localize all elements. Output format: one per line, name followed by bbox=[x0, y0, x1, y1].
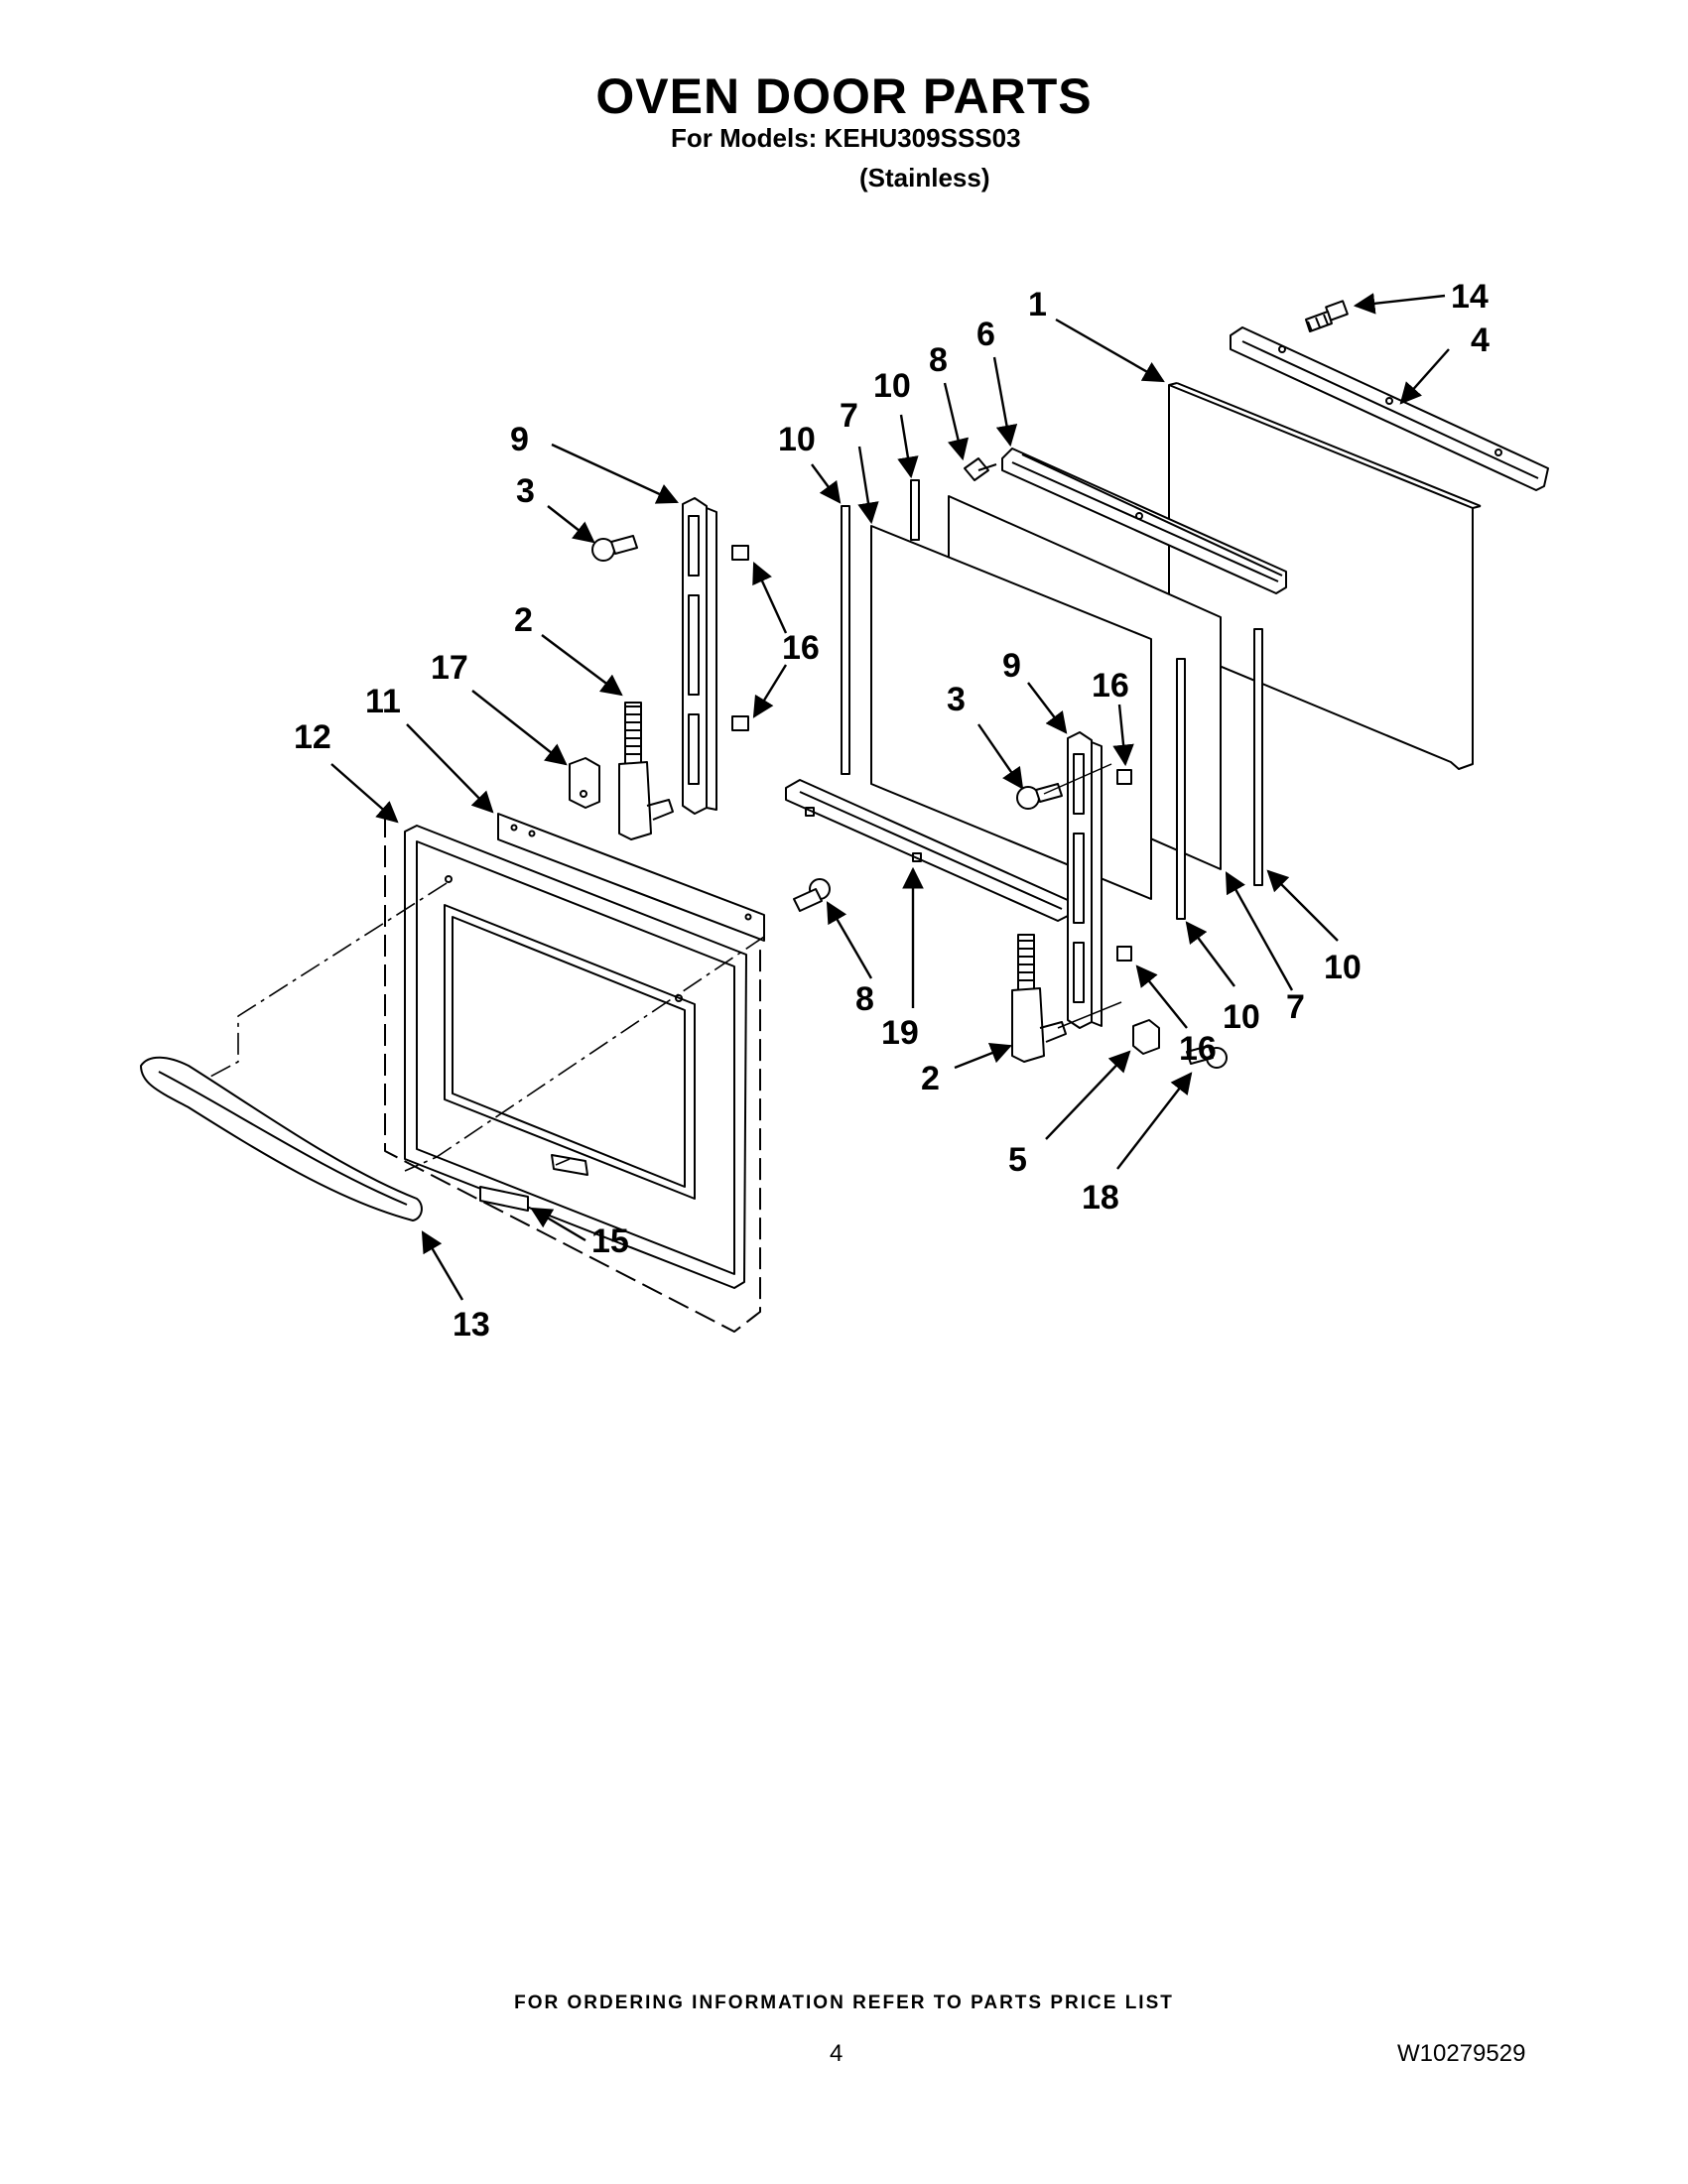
callout-14: 14 bbox=[1451, 278, 1489, 316]
document-number: W10279529 bbox=[1397, 2040, 1526, 2067]
part-6-upper-channel bbox=[1001, 448, 1287, 594]
ordering-note: FOR ORDERING INFORMATION REFER TO PARTS … bbox=[514, 1992, 1174, 2013]
leader-15 bbox=[530, 1207, 586, 1242]
callout-3a: 3 bbox=[516, 472, 535, 510]
part-16-clip-a bbox=[731, 545, 749, 561]
leader-7a bbox=[857, 446, 879, 525]
models-line: For Models: KEHU309SSS03 bbox=[671, 123, 1021, 153]
leader-9b bbox=[1027, 682, 1068, 734]
callout-1: 1 bbox=[1028, 286, 1047, 323]
part-5-latch bbox=[1132, 1019, 1160, 1055]
hinge-guides bbox=[555, 763, 1122, 1166]
callout-6: 6 bbox=[976, 316, 995, 353]
part-16-clip-c bbox=[1116, 769, 1132, 785]
leader-18 bbox=[1116, 1072, 1193, 1170]
part-3-screw-right bbox=[1016, 783, 1063, 810]
leader-13 bbox=[421, 1230, 464, 1301]
callout-9b: 9 bbox=[1002, 647, 1021, 685]
callout-15: 15 bbox=[591, 1222, 629, 1260]
page-number: 4 bbox=[830, 2040, 844, 2067]
part-9-hinge-left bbox=[682, 497, 717, 815]
leader-5 bbox=[1045, 1050, 1131, 1140]
leader-10a bbox=[897, 414, 919, 479]
callout-10c: 10 bbox=[1223, 998, 1260, 1036]
callout-8b: 8 bbox=[855, 980, 874, 1018]
part-14-screw bbox=[1305, 300, 1349, 332]
page-title: OVEN DOOR PARTS bbox=[595, 68, 1093, 124]
leader-1 bbox=[1055, 318, 1165, 383]
leader-10c bbox=[1185, 921, 1235, 987]
part-15-window bbox=[479, 1154, 588, 1212]
leader-9a bbox=[551, 443, 679, 504]
leader-11 bbox=[406, 723, 494, 814]
leader-2b bbox=[954, 1043, 1013, 1070]
callout-8a: 8 bbox=[929, 341, 948, 379]
part-1-outer-glass bbox=[1168, 382, 1482, 770]
variant-line: (Stainless) bbox=[859, 163, 990, 193]
callout-10a: 10 bbox=[873, 367, 911, 405]
part-10-gasket-b bbox=[910, 479, 920, 541]
callout-16a: 16 bbox=[782, 629, 820, 667]
callout-16c: 16 bbox=[1179, 1030, 1217, 1068]
callout-7a: 7 bbox=[840, 397, 858, 435]
callout-4: 4 bbox=[1471, 321, 1490, 359]
callout-16b: 16 bbox=[1092, 667, 1129, 705]
leader-14 bbox=[1353, 293, 1446, 315]
leader-12 bbox=[330, 763, 399, 824]
leader-10b bbox=[811, 463, 842, 504]
part-4-top-trim bbox=[1230, 326, 1549, 491]
leader-7b bbox=[1225, 871, 1294, 991]
leader-2a bbox=[541, 634, 623, 697]
callout-2a: 2 bbox=[514, 601, 533, 639]
part-18-screw bbox=[1186, 1045, 1228, 1069]
leader-4 bbox=[1399, 348, 1450, 405]
part-16-clip-b bbox=[731, 715, 749, 731]
callout-17: 17 bbox=[431, 649, 468, 687]
leader-3a bbox=[547, 505, 595, 544]
part-10-gasket-a bbox=[841, 505, 850, 775]
part-3-screw-left bbox=[591, 535, 638, 562]
leader-17 bbox=[471, 690, 568, 766]
leader-6 bbox=[992, 356, 1018, 448]
part-10-gasket-d bbox=[1253, 628, 1263, 886]
part-13-handle bbox=[140, 1056, 423, 1221]
leader-16c bbox=[1135, 964, 1188, 1029]
part-12-door-panel bbox=[404, 825, 747, 1289]
leader-3b bbox=[977, 723, 1024, 790]
leader-16a-bot bbox=[752, 664, 788, 718]
leader-8b bbox=[826, 901, 873, 979]
callout-10b: 10 bbox=[778, 421, 816, 458]
leader-16a-top bbox=[752, 562, 788, 634]
door-outline-dashed bbox=[384, 816, 761, 1333]
callout-7b: 7 bbox=[1286, 988, 1305, 1026]
leader-16b bbox=[1112, 704, 1134, 767]
part-16-clip-d bbox=[1116, 946, 1132, 962]
part-17-bracket bbox=[569, 757, 600, 809]
part-8-screw-upper bbox=[964, 457, 997, 481]
callout-3b: 3 bbox=[947, 681, 966, 718]
leader-10d bbox=[1266, 869, 1339, 942]
callout-10d: 10 bbox=[1324, 949, 1362, 986]
assembly-lines bbox=[207, 882, 765, 1172]
part-10-gasket-c bbox=[1176, 658, 1186, 920]
callout-2b: 2 bbox=[921, 1060, 940, 1097]
leader-8a bbox=[943, 382, 970, 461]
part-11-insulation-strip bbox=[497, 813, 765, 942]
callout-18: 18 bbox=[1082, 1179, 1119, 1217]
callout-5: 5 bbox=[1008, 1141, 1027, 1179]
callout-19: 19 bbox=[881, 1014, 919, 1052]
callout-13: 13 bbox=[453, 1306, 490, 1344]
part-2-hinge-arm-left bbox=[618, 702, 674, 840]
part-2-hinge-arm-right bbox=[1011, 934, 1067, 1063]
callout-12: 12 bbox=[294, 718, 331, 756]
part-8-screw-lower bbox=[793, 878, 831, 912]
callout-11: 11 bbox=[365, 683, 401, 720]
part-9-hinge-right bbox=[1067, 731, 1103, 1029]
callout-9a: 9 bbox=[510, 421, 529, 458]
